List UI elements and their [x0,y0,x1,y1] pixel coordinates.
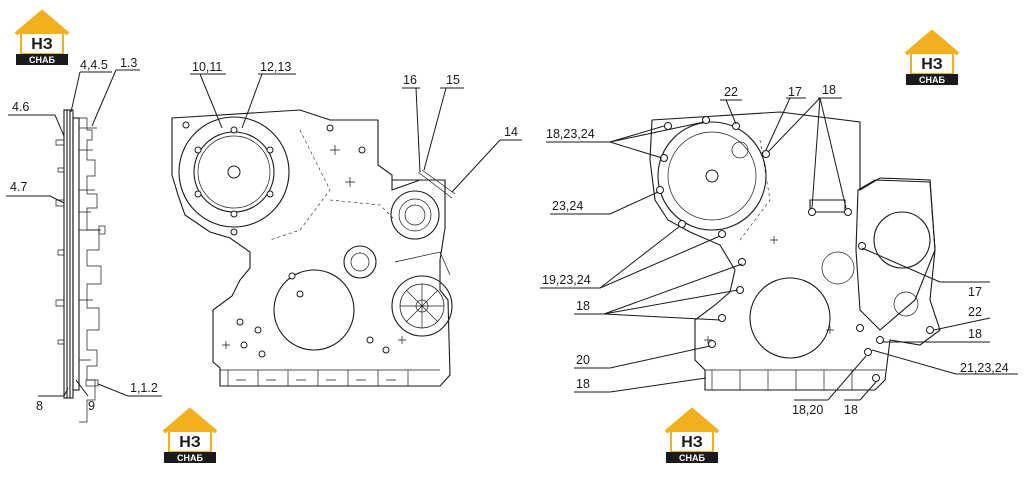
rear-crank-bore [749,277,831,359]
pulley [390,190,440,240]
label-16: 16 [403,73,417,87]
label-17-right: 17 [968,285,982,299]
rear-view [649,111,941,391]
cover-plate [63,109,74,399]
label-8: 8 [36,399,43,413]
flange-outer [178,116,290,228]
logo-mark: НЗ [179,434,201,451]
label-18-20: 18,20 [792,403,823,417]
label-23-24: 23,24 [552,199,583,213]
brand-logo-bottom-center: НЗ СНАБ [664,407,720,463]
label-4-7: 4.7 [10,180,27,194]
label-15: 15 [446,73,460,87]
side-view-leaders [6,69,162,397]
crank-bore [273,269,355,351]
spoked-wheel [391,275,453,337]
label-10-11: 10,11 [192,60,222,74]
front-view [171,109,456,387]
logo-name: СНАБ [679,453,705,463]
label-18-bottom: 18 [576,377,590,391]
label-4-6: 4.6 [12,100,29,114]
logo-name: СНАБ [177,453,203,463]
logo-name: СНАБ [29,55,55,65]
logo-mark: НЗ [681,434,703,451]
label-22-right: 22 [968,305,982,319]
brand-logo-top-left: НЗ СНАБ [14,9,70,65]
gasket [72,117,80,391]
brand-logo-bottom-left: НЗ СНАБ [162,407,218,463]
brand-logo-top-right: НЗ СНАБ [904,29,960,85]
label-18-mid: 18 [576,299,590,313]
label-1-3: 1.3 [120,56,137,70]
middle-bore [343,245,377,279]
label-18-23-24: 18,23,24 [546,127,595,141]
label-22-top: 22 [724,85,738,99]
label-19-23-24: 19,23,24 [542,273,591,287]
label-17-top: 17 [788,85,802,99]
label-1-1-2: 1,1.2 [130,381,158,395]
logo-mark: НЗ [921,56,943,73]
logo-name: СНАБ [919,75,945,85]
label-20: 20 [576,353,590,367]
label-9: 9 [88,399,95,413]
front-view-leaders [190,73,522,193]
label-18-right: 18 [968,327,982,341]
logo-mark: НЗ [31,36,53,53]
label-14: 14 [504,125,518,139]
label-21-23-24: 21,23,24 [960,361,1009,375]
label-12-13: 12,13 [260,60,291,74]
rear-view-leaders [540,97,1018,401]
label-18-bottom-right: 18 [844,403,858,417]
front-view-bolts [182,121,390,358]
rear-view-bolts [656,116,934,382]
rear-housing-bore [873,211,931,269]
side-view [55,109,106,423]
label-4-4-5: 4,4.5 [80,58,108,72]
label-18-top: 18 [822,83,836,97]
